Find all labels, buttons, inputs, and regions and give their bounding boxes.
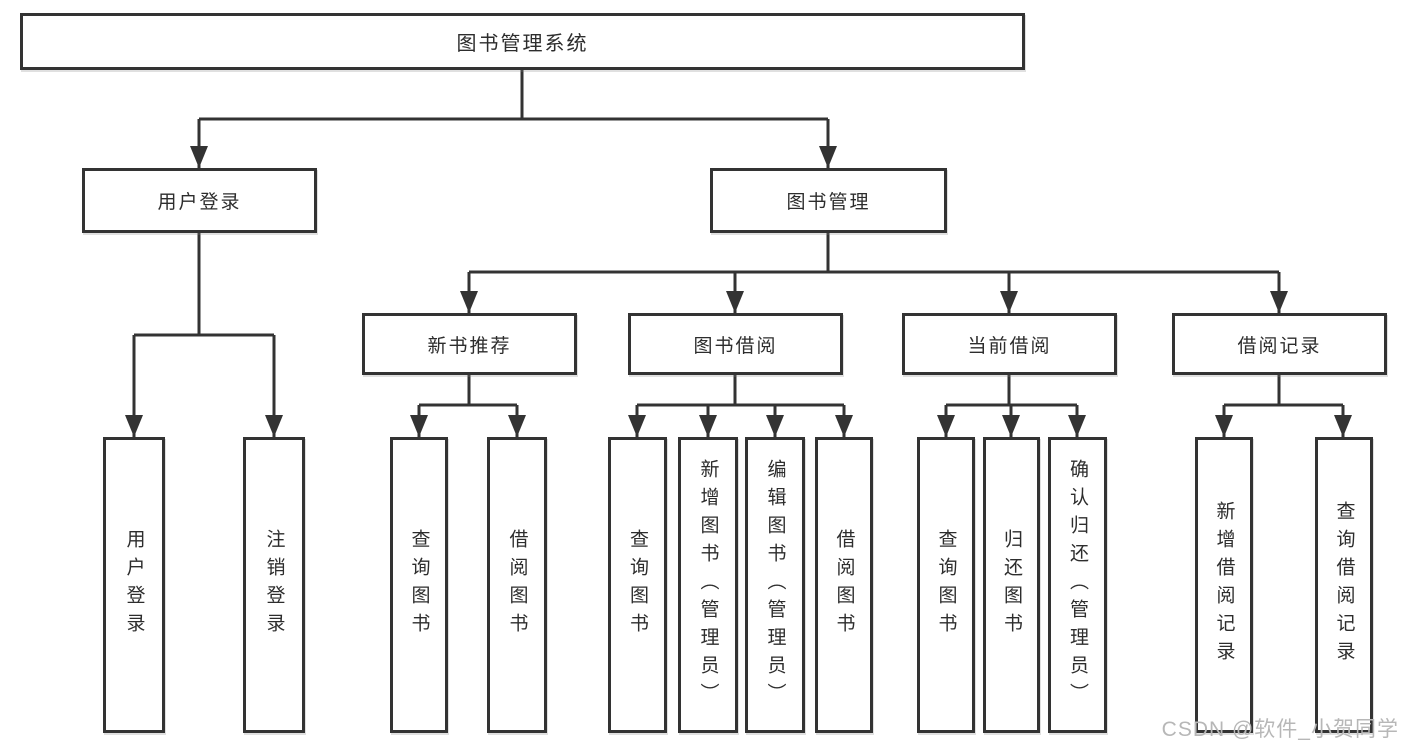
node-borrow-add-books-admin: 新增图书（管理员） [678,437,738,733]
arrow-to-borrow-records [1270,291,1288,313]
arrow-to-rec-query [410,415,428,437]
node-book-management: 图书管理 [710,168,947,233]
node-leaf-user-login: 用户登录 [103,437,165,733]
node-current-borrowing: 当前借阅 [902,313,1117,375]
node-records-query-record: 查询借阅记录 [1315,437,1373,733]
node-leaf-logout: 注销登录 [243,437,305,733]
node-borrow-edit-books-admin: 编辑图书（管理员） [745,437,805,733]
node-root: 图书管理系统 [20,13,1025,70]
node-records-add-record: 新增借阅记录 [1195,437,1253,733]
arrow-to-leaf-logout [265,415,283,437]
arrow-to-bor-query [628,415,646,437]
node-borrow-borrow-books: 借阅图书 [815,437,873,733]
node-current-confirm-return-admin: 确认归还（管理员） [1048,437,1107,733]
arrow-to-cur-query [937,415,955,437]
node-recommend-borrow-books: 借阅图书 [487,437,547,733]
arrow-to-rec-borrow [508,415,526,437]
arrow-to-cur-return [1002,415,1020,437]
arrow-to-book-mgmt [819,146,837,168]
arrow-to-book-borrow [726,291,744,313]
node-new-book-recommend: 新书推荐 [362,313,577,375]
node-borrow-query-books: 查询图书 [608,437,667,733]
arrow-to-cur-confirm [1068,415,1086,437]
arrowheads [125,146,1352,437]
arrow-to-recs-query [1334,415,1352,437]
arrow-to-bor-edit [766,415,784,437]
arrow-to-bor-add [699,415,717,437]
arrow-to-user-login [190,146,208,168]
node-book-borrowing: 图书借阅 [628,313,843,375]
node-user-login: 用户登录 [82,168,317,233]
node-borrowing-records: 借阅记录 [1172,313,1387,375]
arrow-to-leaf-user-login [125,415,143,437]
arrow-to-current-borrow [1000,291,1018,313]
arrow-to-recs-add [1215,415,1233,437]
tree-lines [132,70,1345,437]
node-current-return-books: 归还图书 [983,437,1040,733]
arrow-to-bor-borrow [835,415,853,437]
node-current-query-books: 查询图书 [917,437,975,733]
arrow-to-new-book-rec [460,291,478,313]
node-recommend-query-books: 查询图书 [390,437,448,733]
